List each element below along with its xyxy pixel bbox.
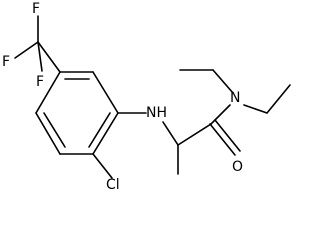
ring-double-bond-right xyxy=(88,112,111,148)
fluorine-label-bottom: F xyxy=(36,74,44,90)
amine-nh-label: NH xyxy=(146,105,167,121)
bond-n-ethyl1-ch2 xyxy=(212,69,234,94)
bond-carbonyl-o-a xyxy=(209,123,236,156)
ring-double-bond-left xyxy=(43,112,66,148)
bond-cf3-f-left xyxy=(14,41,39,59)
fluorine-label-left: F xyxy=(2,54,10,70)
ring-bond-5 xyxy=(35,112,61,155)
ring-bond-6 xyxy=(35,71,61,114)
chlorine-label: Cl xyxy=(106,177,120,190)
bond-ethyl2-ch3 xyxy=(266,84,291,114)
ring-bond-3 xyxy=(92,112,119,155)
bond-carbonyl-n xyxy=(210,104,231,125)
fluorine-label-top: F xyxy=(32,1,40,17)
ring-bond-2 xyxy=(92,71,119,114)
bond-ring-cl xyxy=(92,153,113,179)
bond-nh-alpha-carbon xyxy=(162,121,179,146)
bond-n-ethyl2-ch2 xyxy=(243,104,268,114)
bond-cf3-ring xyxy=(37,41,61,73)
amide-nitrogen-label: N xyxy=(230,90,240,106)
chemical-structure: F F F NH N O Cl xyxy=(2,1,291,190)
bond-alpha-carbon-carbonyl xyxy=(177,123,212,146)
trifluoromethyl-group xyxy=(14,15,61,73)
propanamide-chain xyxy=(162,104,241,175)
bond-cf3-f-bottom xyxy=(37,41,43,72)
carbonyl-oxygen-label: O xyxy=(232,159,243,175)
benzene-ring xyxy=(35,71,119,155)
bond-carbonyl-o-b xyxy=(214,119,241,152)
diethyl-groups xyxy=(179,69,291,114)
